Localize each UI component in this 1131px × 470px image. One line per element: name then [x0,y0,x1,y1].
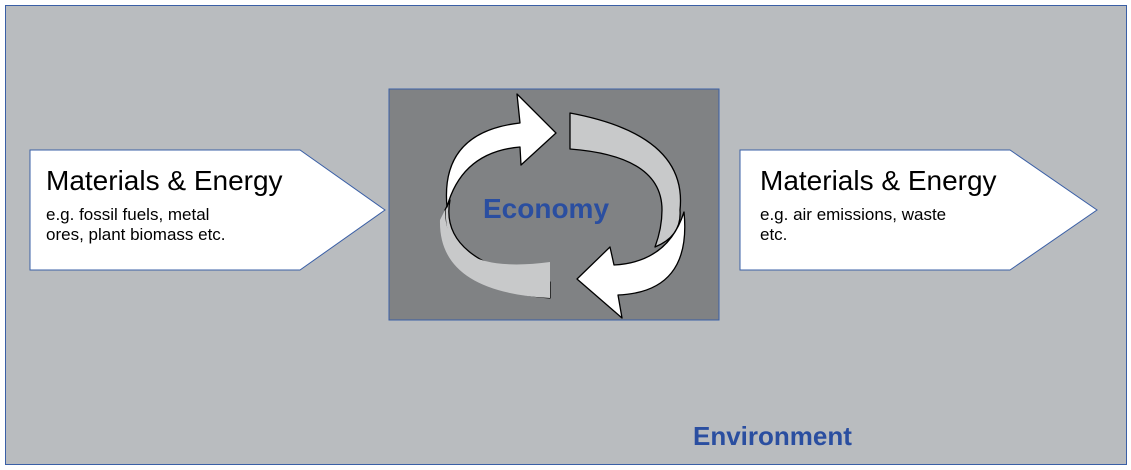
input-arrow-desc-line-2: ores, plant biomass etc. [46,225,226,244]
output-arrow-desc-line-2: etc. [760,225,788,244]
output-arrow [739,149,1098,271]
input-arrow-desc-line-1: e.g. fossil fuels, metal [46,205,210,224]
economy-label: Economy [483,193,610,224]
environment-label: Environment [693,421,852,451]
output-arrow-desc-line-1: e.g. air emissions, waste [760,205,947,224]
output-arrow-title: Materials & Energy [760,165,997,196]
circular-flow-arrows-icon [439,93,686,319]
input-arrow-title: Materials & Energy [46,165,283,196]
input-arrow [29,149,386,271]
